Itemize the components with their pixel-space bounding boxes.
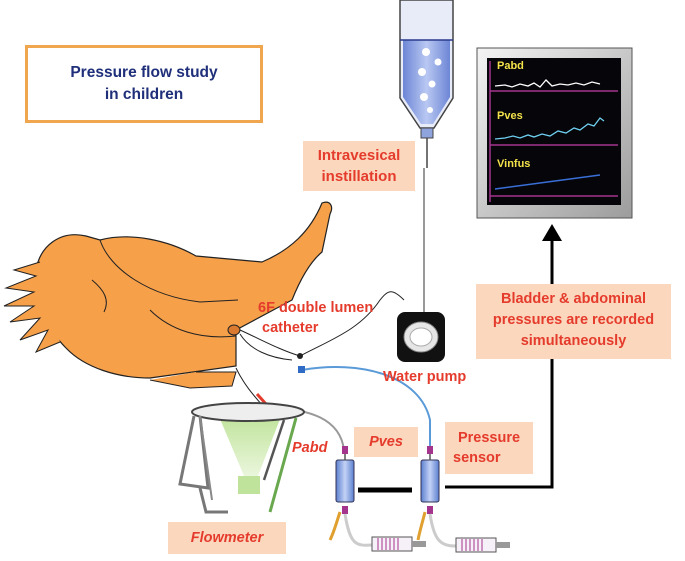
catheter-label: 6F double lumen catheter bbox=[258, 298, 373, 338]
trace-label-vinfus: Vinfus bbox=[497, 158, 531, 170]
child-figure-icon bbox=[3, 201, 333, 389]
water-pump-icon bbox=[397, 312, 445, 362]
bladder-line3: simultaneously bbox=[520, 333, 627, 349]
bladder-line2: pressures are recorded bbox=[492, 312, 655, 328]
title-line1: Pressure flow study bbox=[70, 64, 218, 81]
catheter-line1: 6F double lumen bbox=[258, 300, 374, 316]
catheter-lines bbox=[235, 291, 405, 406]
pves-label: Pves bbox=[354, 427, 418, 457]
sensor-line2: sensor bbox=[453, 450, 501, 466]
flowmeter-icon bbox=[178, 402, 305, 514]
trace-label-pabd: Pabd bbox=[497, 60, 524, 72]
flowmeter-label: Flowmeter bbox=[168, 522, 286, 554]
bladder-line1: Bladder & abdominal bbox=[500, 291, 647, 307]
instillation-line2: instillation bbox=[321, 168, 397, 185]
pressure-sensor-label: Pressure sensor bbox=[445, 422, 533, 474]
monitor-icon bbox=[476, 47, 633, 219]
pressure-transducer-icon bbox=[328, 446, 440, 541]
instillation-label: Intravesical instillation bbox=[303, 141, 415, 191]
instillation-line1: Intravesical bbox=[317, 147, 401, 164]
sensor-line1: Pressure bbox=[457, 430, 521, 446]
title-line2: in children bbox=[104, 86, 184, 103]
pabd-label: Pabd bbox=[292, 440, 328, 456]
syringe-flush-icon bbox=[343, 513, 510, 553]
title-box: Pressure flow study in children bbox=[25, 45, 263, 123]
water-pump-label: Water pump bbox=[383, 369, 467, 385]
trace-label-pves: Pves bbox=[497, 110, 523, 122]
syringe-icon bbox=[399, 0, 454, 168]
bladder-label: Bladder & abdominal pressures are record… bbox=[476, 284, 671, 359]
catheter-line2: catheter bbox=[262, 320, 319, 336]
